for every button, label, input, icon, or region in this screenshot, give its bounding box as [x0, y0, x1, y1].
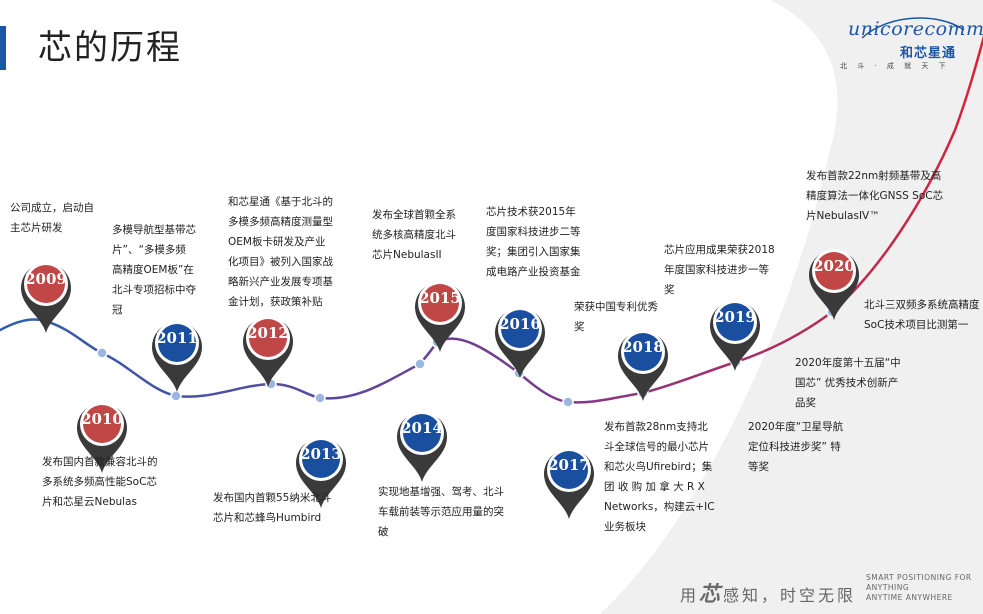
title-accent-bar	[0, 26, 6, 70]
pin-year-label: 2020	[813, 257, 855, 275]
pin-year-label: 2012	[247, 324, 289, 342]
footer-slogan: 用芯感知，时空无限	[680, 578, 856, 608]
year-pin-2020: 2020	[806, 244, 862, 322]
year-pin-2013: 2013	[293, 432, 349, 510]
gray-backdrop	[600, 0, 983, 614]
map-pin-icon	[296, 437, 346, 508]
year-pin-2012: 2012	[240, 311, 296, 389]
map-pin-icon	[618, 330, 668, 401]
logo-swoosh-icon	[861, 17, 965, 39]
milestone-text-2018: 荣获中国专利优秀奖	[574, 301, 658, 333]
timeline-marker-dot	[170, 390, 182, 402]
year-pin-2017: 2017	[541, 443, 597, 521]
pin-year-label: 2013	[300, 445, 342, 463]
footer-suffix: 感知，时空无限	[723, 586, 857, 605]
pin-year-label: 2019	[714, 308, 756, 326]
year-pin-2019: 2019	[707, 295, 763, 373]
footer-prefix: 用	[680, 586, 700, 605]
logo-wordmark: unicorecomm	[848, 18, 983, 40]
map-pin-icon	[495, 307, 545, 378]
pin-year-label: 2010	[81, 410, 123, 428]
page-title: 芯的历程	[38, 28, 182, 68]
timeline-marker-dot	[562, 396, 574, 408]
pin-year-label: 2015	[419, 289, 461, 307]
year-pin-2009: 2009	[18, 257, 74, 335]
logo-slogan: 北 斗 · 成 就 天 下	[840, 62, 950, 70]
milestone-text-2010: 发布国内首款兼容北斗的多系统多频高性能SoC芯片和芯星云Nebulas	[42, 456, 158, 508]
pin-year-label: 2011	[156, 329, 198, 347]
award-text-2: 2020年度第十五届“中国芯” 优秀技术创新产品奖	[795, 357, 901, 409]
footer-glyph: 芯	[699, 581, 724, 606]
year-pin-2014: 2014	[394, 406, 450, 484]
pin-year-label: 2016	[499, 315, 541, 333]
pin-year-label: 2017	[548, 456, 590, 474]
award-text-3: 2020年度“卫星导航定位科技进步奖” 特等奖	[748, 421, 844, 473]
company-logo: unicorecomm 和芯星通 北 斗 · 成 就 天 下	[838, 16, 983, 74]
footer-en-line3: ANYTIME ANYWHERE	[866, 593, 953, 602]
milestone-text-2009: 公司成立，启动自主芯片研发	[10, 202, 94, 234]
logo-cn-name: 和芯星通	[900, 46, 957, 61]
map-pin-icon	[397, 411, 447, 482]
milestone-text-2015: 发布全球首颗全系统多核高精度北斗芯片NebulasII	[372, 209, 456, 261]
map-pin-icon	[243, 316, 293, 387]
timeline-marker-dot	[314, 392, 326, 404]
pin-year-label: 2014	[401, 419, 443, 437]
year-pin-2011: 2011	[149, 316, 205, 394]
milestone-text-2020: 发布首款22nm射频基带及高精度算法一体化GNSS SoC芯片NebulasIV…	[806, 170, 944, 222]
map-pin-icon	[710, 300, 760, 371]
year-pin-2018: 2018	[615, 325, 671, 403]
footer-en-line1: SMART POSITIONING FOR	[866, 573, 972, 582]
map-pin-icon	[415, 281, 465, 352]
map-pin-icon	[152, 321, 202, 392]
milestone-text-2011: 多模导航型基带芯片”、“多模多频高精度OEM板”在北斗专项招标中夺冠	[112, 224, 196, 316]
pin-year-label: 2018	[622, 338, 664, 356]
timeline-marker-dot	[96, 347, 108, 359]
map-pin-icon	[809, 249, 859, 320]
year-pin-2016: 2016	[492, 302, 548, 380]
footer-en-line2: ANYTHING	[866, 583, 910, 592]
map-pin-icon	[544, 448, 594, 519]
year-pin-2010: 2010	[74, 397, 130, 475]
milestone-text-2017: 发布首款28nm支持北斗全球信号的最小芯片和芯火鸟Ufirebird；集团 收 …	[604, 421, 715, 533]
pin-year-label: 2009	[25, 270, 67, 288]
milestone-text-2013: 发布国内首颗55纳米北斗芯片和芯蜂鸟Humbird	[213, 492, 332, 524]
map-pin-icon	[21, 262, 71, 333]
milestone-text-2016: 芯片技术获2015年度国家科技进步二等奖；集团引入国家集成电路产业投资基金	[486, 206, 581, 278]
map-pin-icon	[77, 402, 127, 473]
year-pin-2015: 2015	[412, 276, 468, 354]
footer-english-slogan: SMART POSITIONING FOR ANYTHING ANYTIME A…	[866, 573, 972, 603]
timeline-marker-dot	[414, 358, 426, 370]
milestone-text-2014: 实现地基增强、驾考、北斗车载前装等示范应用量的突破	[378, 486, 504, 538]
